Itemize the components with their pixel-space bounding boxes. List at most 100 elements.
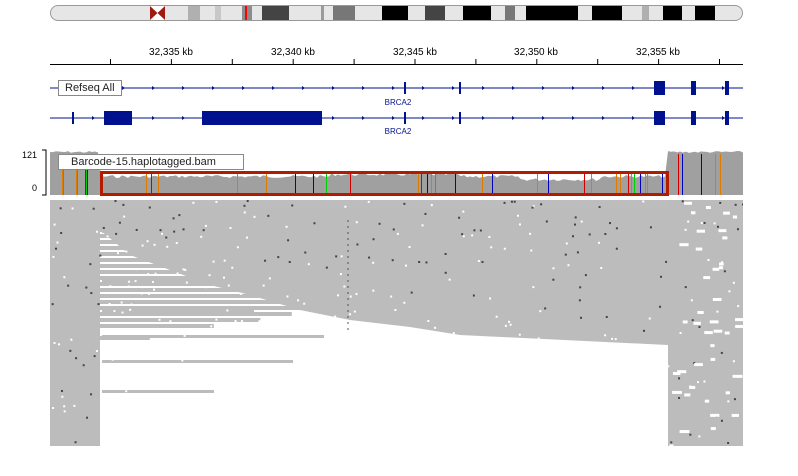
cytoband — [505, 5, 515, 21]
read-mismatch — [580, 220, 583, 223]
strand-arrow-icon — [542, 116, 545, 120]
read-mismatch — [130, 303, 133, 306]
read-gap — [718, 266, 723, 270]
gene-name-label[interactable]: BRCA2 — [384, 127, 412, 136]
read-mismatch — [396, 232, 399, 235]
gene-name-label[interactable]: BRCA2 — [384, 98, 412, 107]
read-mismatch — [665, 260, 668, 263]
cytoband — [592, 5, 622, 21]
chromosome-ideogram[interactable] — [50, 5, 743, 21]
read-mismatch — [173, 230, 176, 233]
read-mismatch — [421, 224, 424, 227]
read-mismatch — [344, 205, 347, 208]
read-mismatch — [161, 232, 164, 235]
read-mismatch — [305, 341, 308, 344]
read-mismatch — [495, 315, 498, 318]
read-mismatch — [654, 402, 657, 405]
cytoband — [463, 5, 491, 21]
read-mismatch — [334, 315, 337, 318]
read-mismatch — [147, 273, 150, 276]
read-mismatch — [58, 343, 61, 346]
read-mismatch — [169, 320, 172, 323]
exon — [654, 111, 665, 125]
read-mismatch — [123, 215, 126, 218]
read-mismatch — [104, 348, 107, 351]
read — [102, 360, 293, 363]
read-mismatch — [117, 379, 120, 382]
refseq-track[interactable]: Refseq All BRCA2 BRCA2 — [0, 76, 798, 138]
strand-arrow-icon — [512, 86, 515, 90]
read-mismatch — [159, 229, 162, 232]
read-mismatch — [538, 403, 541, 406]
strand-arrow-icon — [92, 116, 95, 120]
read-gap — [713, 329, 723, 333]
cytoband — [200, 5, 215, 21]
read-mismatch — [252, 433, 255, 436]
read-mismatch — [660, 275, 663, 278]
read-mismatch — [71, 207, 74, 210]
read-mismatch — [277, 256, 280, 259]
read-mismatch — [635, 398, 638, 401]
read-mismatch — [368, 256, 371, 259]
read — [100, 294, 336, 298]
coverage-track[interactable]: 121 0 Barcode-15.haplotagged.bam — [0, 146, 798, 198]
read-mismatch — [231, 266, 234, 269]
read-mismatch — [361, 412, 364, 415]
cytoband — [215, 5, 221, 21]
read-mismatch — [737, 305, 740, 308]
read-mismatch — [342, 353, 345, 356]
read-mismatch — [125, 390, 128, 393]
read-mismatch — [240, 320, 243, 323]
read-mismatch — [204, 224, 207, 227]
read-mismatch — [632, 434, 635, 437]
alignment-reads[interactable] — [50, 150, 745, 448]
strand-arrow-icon — [482, 116, 485, 120]
read-mismatch — [503, 247, 506, 250]
read-mismatch — [578, 299, 581, 302]
strand-arrow-icon — [212, 86, 215, 90]
read-mismatch — [156, 364, 159, 367]
read-mismatch — [60, 389, 63, 392]
read — [100, 216, 668, 220]
read-mismatch — [114, 200, 117, 203]
read-mismatch — [130, 381, 133, 384]
cytoband — [642, 5, 649, 21]
read-gap — [693, 321, 701, 325]
read — [102, 280, 334, 283]
strand-arrow-icon — [392, 116, 395, 120]
read-mismatch — [51, 303, 54, 306]
read-mismatch — [678, 396, 681, 399]
read-mismatch — [568, 360, 571, 363]
read-mismatch — [462, 235, 465, 238]
read-mismatch — [239, 292, 242, 295]
read — [100, 288, 434, 292]
read-mismatch — [430, 204, 433, 207]
read-gap — [710, 427, 716, 431]
read-mismatch — [598, 206, 601, 209]
read-mismatch — [681, 200, 684, 203]
read-mismatch — [348, 421, 351, 424]
read-mismatch — [234, 319, 237, 322]
read-mismatch — [611, 337, 614, 340]
read-gap — [696, 229, 706, 233]
strand-arrow-icon — [422, 116, 425, 120]
read-mismatch — [643, 329, 646, 332]
track-name-bam[interactable]: Barcode-15.haplotagged.bam — [58, 154, 244, 170]
read-mismatch — [108, 302, 111, 305]
read-gap — [735, 318, 744, 322]
read-mismatch — [303, 404, 306, 407]
read-mismatch — [279, 444, 282, 447]
read-mismatch — [165, 236, 168, 239]
read-mismatch — [304, 251, 307, 254]
read-mismatch — [410, 291, 413, 294]
exon — [725, 111, 729, 125]
strand-arrow-icon — [512, 116, 515, 120]
read-mismatch — [438, 372, 441, 375]
read-mismatch — [491, 437, 494, 440]
strand-arrow-icon — [332, 86, 335, 90]
read-mismatch — [355, 293, 358, 296]
read-mismatch — [146, 240, 149, 243]
read-mismatch — [544, 414, 547, 417]
track-name-refseq[interactable]: Refseq All — [58, 80, 122, 96]
read-gap — [669, 444, 674, 448]
